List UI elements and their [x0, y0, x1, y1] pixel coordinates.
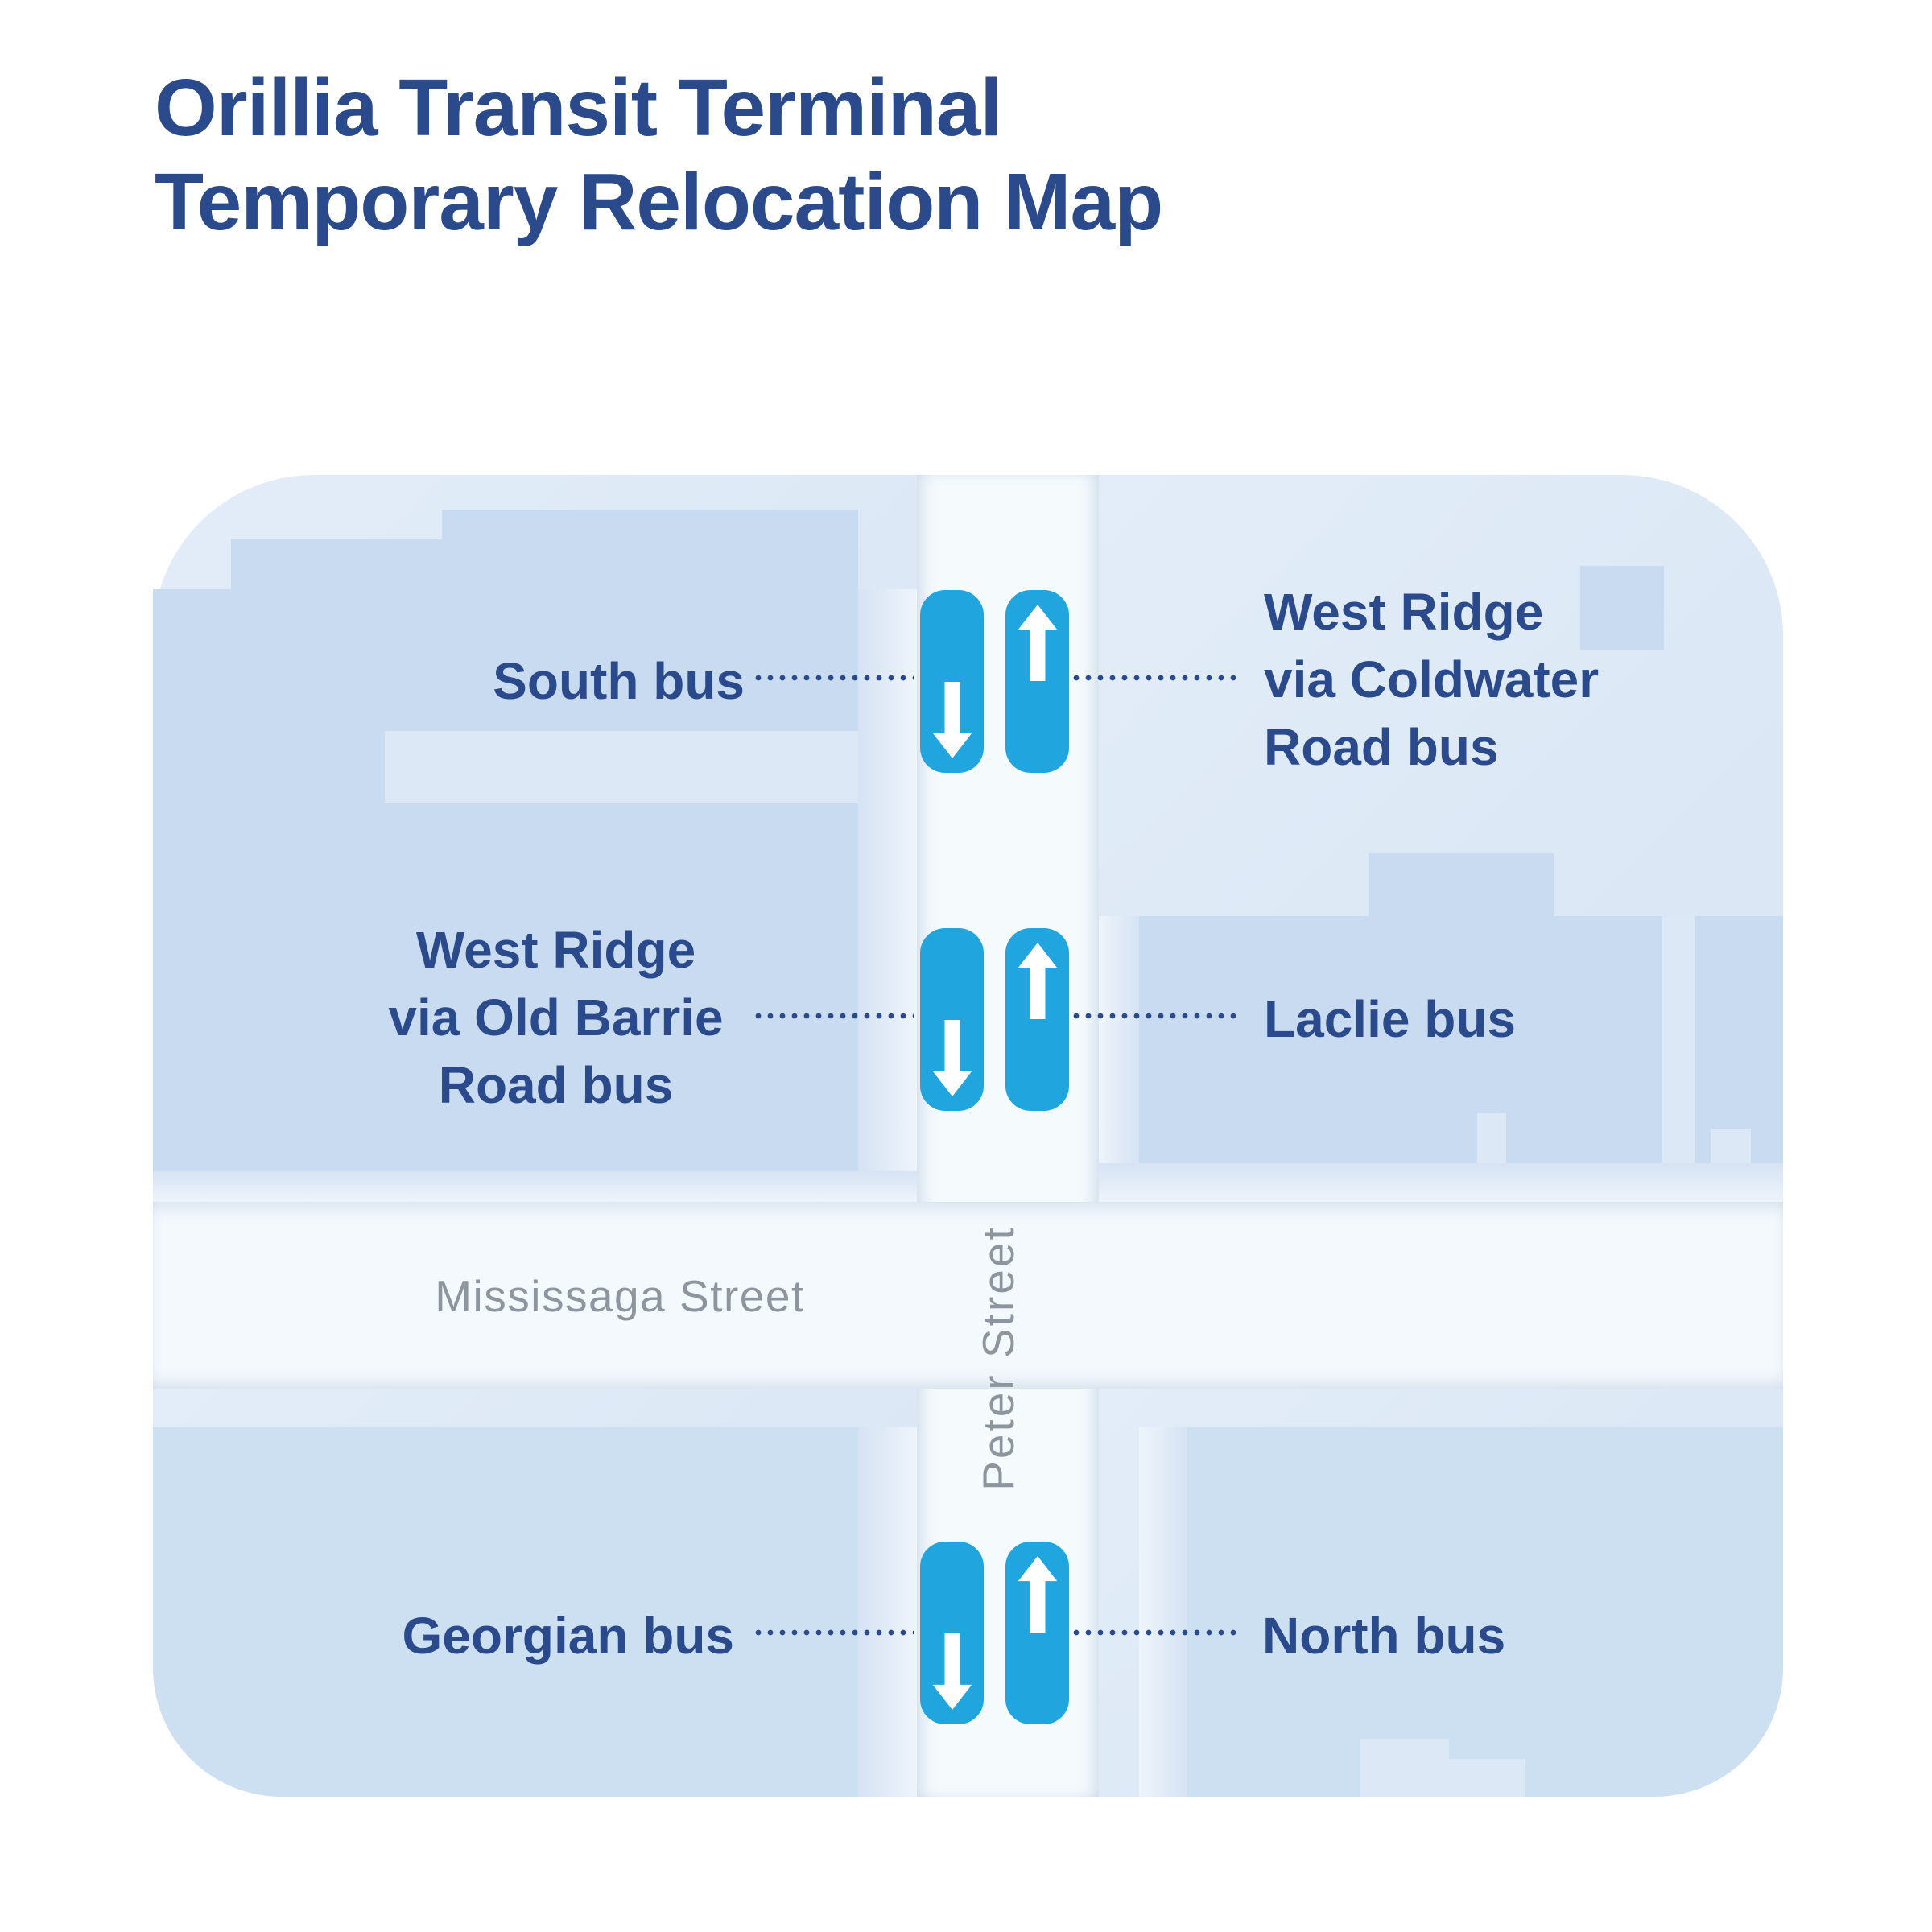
sidewalk-strip [858, 589, 917, 1171]
page-title-line1: Orillia Transit Terminal [155, 63, 1002, 153]
sidewalk-strip [153, 1171, 917, 1202]
label-line: West Ridge [415, 921, 696, 979]
bus-stop-marker-northbound [1005, 590, 1069, 773]
dotted-connector [755, 675, 914, 681]
map-block-southwest [153, 1389, 917, 1797]
label-line: via Old Barrie [388, 989, 724, 1046]
sidewalk-strip [1099, 1163, 1783, 1202]
dotted-connector [1073, 675, 1242, 681]
building-block-gap [385, 731, 858, 803]
label-line: West Ridge [1264, 583, 1544, 641]
arrow-down-icon [932, 1020, 972, 1096]
building-block-gap [1449, 1759, 1525, 1797]
label-line: Road bus [1264, 718, 1499, 776]
arrow-down-icon [932, 682, 972, 758]
bus-stop-marker-southbound [920, 1542, 984, 1724]
bus-stop-marker-southbound [920, 928, 984, 1111]
bus-stop-marker-northbound [1005, 928, 1069, 1111]
dotted-connector [755, 1013, 914, 1019]
peter-street-label: Peter Street [973, 1225, 1023, 1491]
sidewalk-strip [1099, 916, 1139, 1163]
arrow-up-icon [1018, 1556, 1057, 1633]
building-block [442, 510, 858, 591]
building-block [153, 1427, 858, 1797]
stop-label-west-ridge-old-barrie: West Ridge via Old Barrie Road bus [353, 916, 759, 1119]
sidewalk-strip [1139, 1427, 1187, 1797]
building-block-gap [1662, 916, 1695, 1163]
stop-label-west-ridge-coldwater: West Ridge via Coldwater Road bus [1264, 578, 1599, 781]
stop-label-south-bus: South bus [493, 652, 745, 710]
arrow-up-icon [1018, 605, 1057, 681]
arrow-up-icon [1018, 943, 1057, 1019]
building-block [153, 589, 858, 1171]
building-block [1580, 566, 1664, 650]
building-block [1368, 853, 1554, 918]
bus-stop-marker-southbound [920, 590, 984, 773]
mississaga-street-road [153, 1202, 1783, 1389]
bus-stop-marker-northbound [1005, 1542, 1069, 1724]
dotted-connector [755, 1629, 914, 1636]
sidewalk-strip [858, 1427, 917, 1797]
map-block-southeast [1099, 1389, 1783, 1797]
label-line: via Coldwater [1264, 650, 1600, 708]
building-block [231, 539, 442, 591]
mississaga-street-label: Mississaga Street [435, 1271, 805, 1321]
map-block-northwest [153, 475, 917, 1202]
building-block-gap [1477, 1113, 1506, 1163]
arrow-down-icon [932, 1633, 972, 1710]
building-block-gap [1360, 1739, 1449, 1797]
page-title: Orillia Transit Terminal Temporary Reloc… [155, 61, 1163, 250]
stop-label-north-bus: North bus [1262, 1607, 1506, 1665]
map-block-northeast [1099, 475, 1783, 1202]
building-block-gap [1711, 1129, 1751, 1163]
stop-label-laclie-bus: Laclie bus [1264, 990, 1516, 1048]
building-block [1139, 1427, 1783, 1797]
dotted-connector [1073, 1629, 1242, 1636]
page-title-line2: Temporary Relocation Map [155, 157, 1163, 247]
label-line: Road bus [438, 1056, 674, 1114]
stop-label-georgian-bus: Georgian bus [402, 1607, 735, 1665]
dotted-connector [1073, 1013, 1242, 1019]
